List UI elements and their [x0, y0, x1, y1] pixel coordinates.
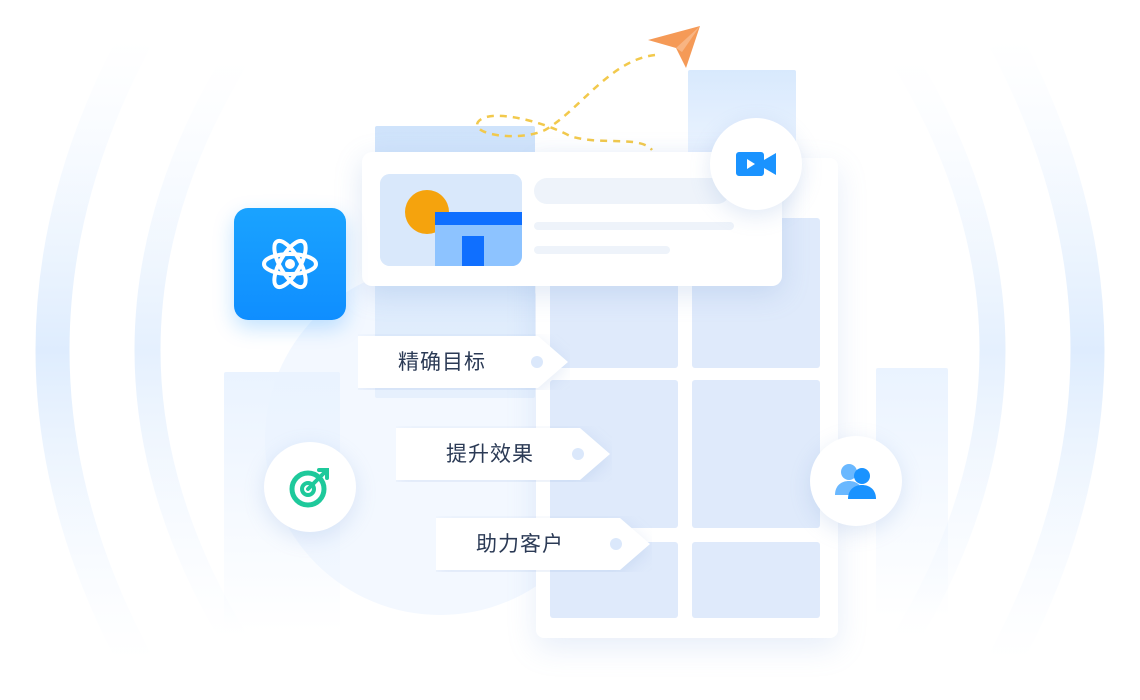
card-title-placeholder	[534, 178, 730, 204]
tag-label: 精确目标	[398, 350, 486, 374]
target-icon	[289, 468, 329, 508]
arc-left-outer	[35, 32, 151, 668]
flight-path	[476, 53, 656, 151]
arc-left-inner	[134, 53, 247, 647]
dashed-loop	[476, 53, 656, 151]
users-bubble	[810, 436, 902, 526]
video-bubble	[710, 118, 802, 210]
tag-shape	[358, 336, 568, 388]
card-line-placeholder	[534, 222, 734, 230]
tag-help-customers: 助力客户	[436, 516, 652, 572]
tag-label: 助力客户	[476, 532, 564, 556]
tag-boost-effect: 提升效果	[396, 426, 612, 482]
tag-shape	[396, 428, 610, 480]
tag-label: 提升效果	[446, 442, 534, 466]
tag-precise-target: 精确目标	[358, 334, 570, 390]
content-card	[362, 152, 782, 286]
atom-icon	[262, 238, 318, 290]
video-camera-icon	[736, 152, 776, 176]
users-icon	[835, 464, 876, 499]
phone-tile	[692, 542, 820, 618]
card-thumbnail	[380, 174, 522, 266]
arc-right-outer	[989, 32, 1105, 668]
paper-plane-icon	[648, 26, 700, 68]
thumbnail-image	[380, 174, 522, 266]
card-line-placeholder	[534, 246, 670, 254]
atom-tile	[234, 208, 346, 320]
phone-tile	[692, 380, 820, 528]
tag-shape	[436, 518, 650, 570]
target-bubble	[264, 442, 356, 532]
